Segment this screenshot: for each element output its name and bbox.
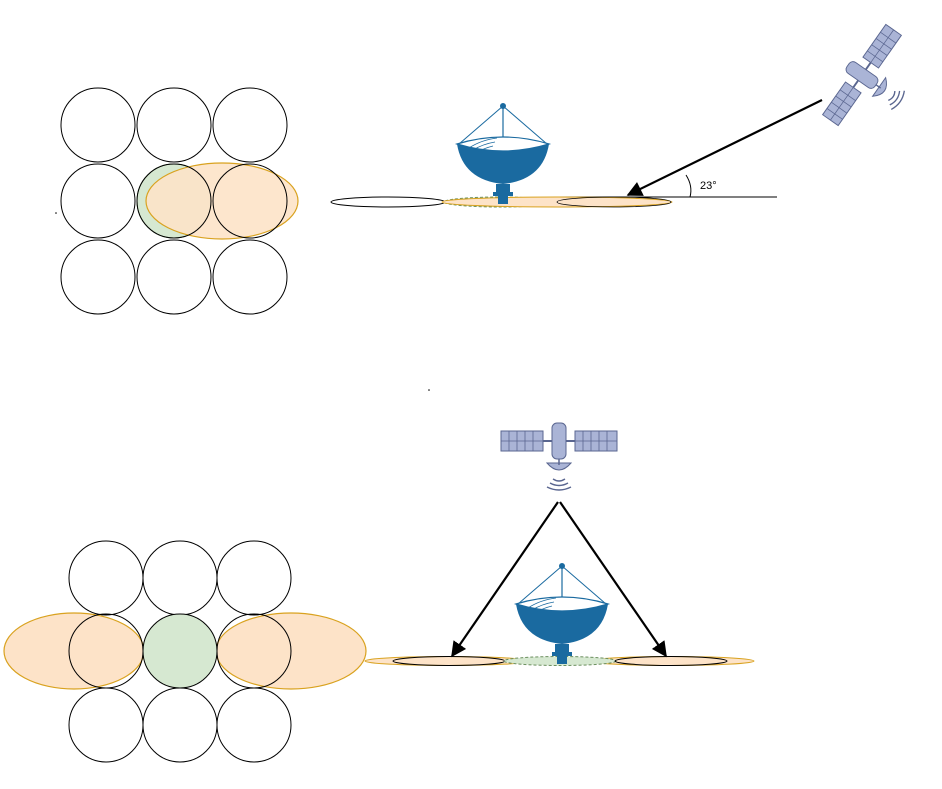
top-cell-grid [60, 87, 299, 315]
ground-cell-ellipse-outline [556, 196, 672, 208]
satellite-dish-icon [456, 102, 550, 205]
cell-circle [60, 239, 136, 315]
bottom-cell-grid [3, 540, 367, 763]
oblique-beam-footprint [145, 162, 299, 240]
ground-cell-ellipse [614, 656, 728, 666]
cell-circle-outline [212, 163, 288, 239]
elevation-angle-arc [685, 174, 692, 198]
cell-circle [60, 87, 136, 163]
cell-circle [212, 239, 288, 315]
cell-circle [142, 687, 218, 763]
ground-cell-ellipse [330, 196, 446, 208]
cell-circle [136, 87, 212, 163]
signal-arrow-right [559, 501, 667, 658]
satellite-dish-icon [515, 562, 609, 665]
cell-circle-outline [136, 163, 212, 239]
left-beam-footprint [3, 612, 145, 690]
cell-circle [136, 239, 212, 315]
cell-circle [212, 87, 288, 163]
center-cell-highlight [142, 613, 218, 689]
satellite-icon [500, 422, 618, 491]
bottom-side-view [364, 422, 755, 666]
stray-dot [428, 389, 430, 391]
signal-arrow [626, 99, 823, 196]
cell-circle [216, 540, 292, 616]
top-side-view: 23° [330, 19, 933, 208]
cell-circle [142, 540, 218, 616]
cell-circle [216, 687, 292, 763]
elevation-angle-label: 23° [700, 180, 717, 192]
cell-circle [68, 687, 144, 763]
cell-circle [60, 163, 136, 239]
signal-arrow-left [451, 501, 559, 658]
stray-dot [55, 212, 57, 214]
satellite-icon [815, 19, 933, 148]
cell-circle [68, 540, 144, 616]
